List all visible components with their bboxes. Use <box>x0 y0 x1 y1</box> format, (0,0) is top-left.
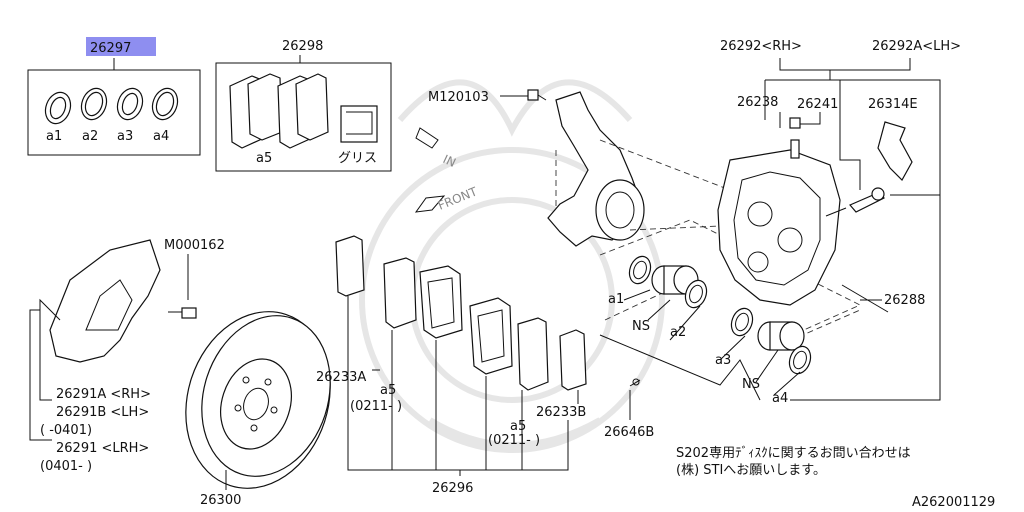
label-26296[interactable]: 26296 <box>432 481 473 496</box>
note-line1: S202専用ﾃﾞｨｽｸに関するお問い合わせは <box>676 446 911 461</box>
label-a3-piston: a3 <box>715 353 731 368</box>
label-a3: a3 <box>117 129 133 144</box>
label-a2-piston: a2 <box>670 325 686 340</box>
label-m120103[interactable]: M120103 <box>428 90 489 105</box>
pistons-seals: a1 NS a2 a3 NS a4 <box>599 255 812 406</box>
bolt-m120103: M120103 <box>428 89 547 105</box>
label-a2: a2 <box>82 129 98 144</box>
label-ns-1: NS <box>632 319 650 334</box>
label-m000162[interactable]: M000162 <box>164 238 225 253</box>
kit-box-26297: 26297 a1 a2 a3 a4 <box>27 37 201 156</box>
direction-arrows: IN FRONT <box>414 127 480 213</box>
label-26314e[interactable]: 26314E <box>868 97 918 112</box>
brake-rotor: 26300 <box>185 311 331 508</box>
in-arrow-label: IN <box>441 152 458 170</box>
label-a5-a: a5 <box>380 383 396 398</box>
pad-pin-26288: 26288 <box>841 284 925 313</box>
label-26233a[interactable]: 26233A <box>316 370 366 385</box>
label-a1: a1 <box>46 129 62 144</box>
pad-date-a: (0211- ) <box>350 399 402 414</box>
shield-line1[interactable]: 26291A <RH> <box>56 387 151 402</box>
label-26292a-lh[interactable]: 26292A<LH> <box>872 39 961 54</box>
label-ns-2: NS <box>742 377 760 392</box>
label-26292-rh[interactable]: 26292<RH> <box>720 39 802 54</box>
grease-tube <box>340 105 378 143</box>
label-a4-piston: a4 <box>772 391 788 406</box>
shield-line3: ( -0401) <box>40 423 92 438</box>
shield-line2[interactable]: 26291B <LH> <box>56 405 149 420</box>
watermark-emblem <box>359 79 665 453</box>
pad-date-b: (0211- ) <box>488 433 540 448</box>
label-a1-piston: a1 <box>608 292 624 307</box>
dust-shield: M000162 <box>29 238 225 441</box>
shield-line5: (0401- ) <box>40 459 92 474</box>
label-26297[interactable]: 26297 <box>90 41 131 56</box>
bleeder-cap <box>789 117 801 129</box>
label-a5-b: a5 <box>510 419 526 434</box>
caliper-labels: 26292<RH> 26292A<LH> 26238 26241 26314E <box>720 39 961 401</box>
pad-shims <box>229 73 329 149</box>
brake-pads: 26233A a5 (0211- ) a5 (0211- ) 26233B 26… <box>316 235 654 496</box>
caliper <box>717 149 841 306</box>
label-26300[interactable]: 26300 <box>200 493 241 508</box>
bleeder-screw <box>790 139 800 159</box>
note-line2: (株) STIへお願いします。 <box>676 463 826 478</box>
label-26233b[interactable]: 26233B <box>536 405 586 420</box>
label-26646b[interactable]: 26646B <box>604 425 654 440</box>
shield-line4[interactable]: 26291 <LRH> <box>56 441 149 456</box>
diagram-id: A262001129 <box>912 495 995 510</box>
steering-knuckle <box>547 91 645 247</box>
pad-clip-26314e <box>877 121 913 181</box>
label-a4: a4 <box>153 129 169 144</box>
label-a5-box: a5 <box>256 151 272 166</box>
label-grease: グリス <box>338 151 377 166</box>
label-26288[interactable]: 26288 <box>884 293 925 308</box>
highlight-26297 <box>86 37 156 56</box>
shield-bolt <box>181 307 197 319</box>
seal-rings <box>44 87 179 125</box>
label-26298[interactable]: 26298 <box>282 39 323 54</box>
kit-box-26298: 26298 a5 グリス <box>215 39 392 172</box>
label-26241[interactable]: 26241 <box>797 97 838 112</box>
label-26238[interactable]: 26238 <box>737 95 778 110</box>
